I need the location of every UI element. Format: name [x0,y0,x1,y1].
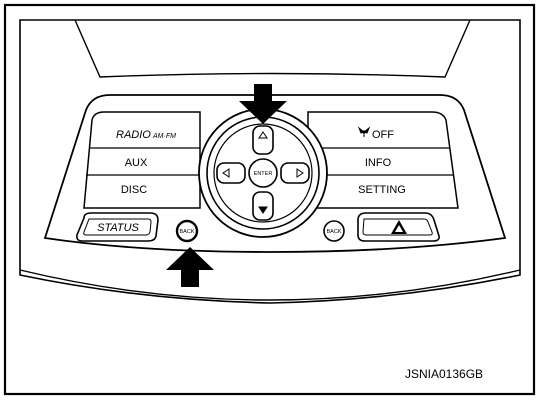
radio-label: RADIO [116,129,151,141]
status-label: STATUS [97,222,139,234]
aux-button[interactable]: AUX [125,157,148,169]
info-label: INFO [365,157,392,169]
left-key[interactable] [216,162,246,184]
radio-sub-label: AM·FM [152,133,176,140]
figure-code: JSNIA0136GB [405,367,483,381]
aux-label: AUX [125,157,148,169]
right-arrow-icon [296,168,304,178]
setting-button[interactable]: SETTING [358,184,406,196]
enter-button[interactable]: ENTER [248,158,278,188]
disc-label: DISC [121,184,147,196]
setting-label: SETTING [358,184,406,196]
back-right-label: BACK [327,229,342,235]
fan-icon [357,126,371,137]
callout-arrow-up [166,247,214,287]
enter-label: ENTER [254,171,273,177]
lower-dash-line [19,269,521,301]
up-key[interactable] [252,125,274,155]
callout-arrow-down [239,84,287,124]
off-label: OFF [372,129,394,141]
disc-button[interactable]: DISC [121,184,147,196]
down-key[interactable] [252,191,274,221]
back-button-right[interactable]: BACK [323,220,345,242]
radio-button[interactable]: RADIO AM·FM [116,129,176,141]
down-arrow-icon [258,206,268,214]
dash-housing [19,19,521,304]
back-button-left[interactable]: BACK [175,219,199,243]
right-key[interactable] [280,162,310,184]
up-arrow-icon [258,131,268,139]
hazard-button[interactable] [357,212,440,242]
hazard-icon [391,220,407,234]
upper-recess [74,19,471,78]
info-button[interactable]: INFO [365,157,392,169]
left-arrow-icon [222,168,230,178]
right-cluster-outline [307,111,459,209]
fan-off-button[interactable]: OFF [357,126,394,141]
status-button[interactable]: STATUS [76,212,159,242]
back-left-label: BACK [180,229,195,235]
